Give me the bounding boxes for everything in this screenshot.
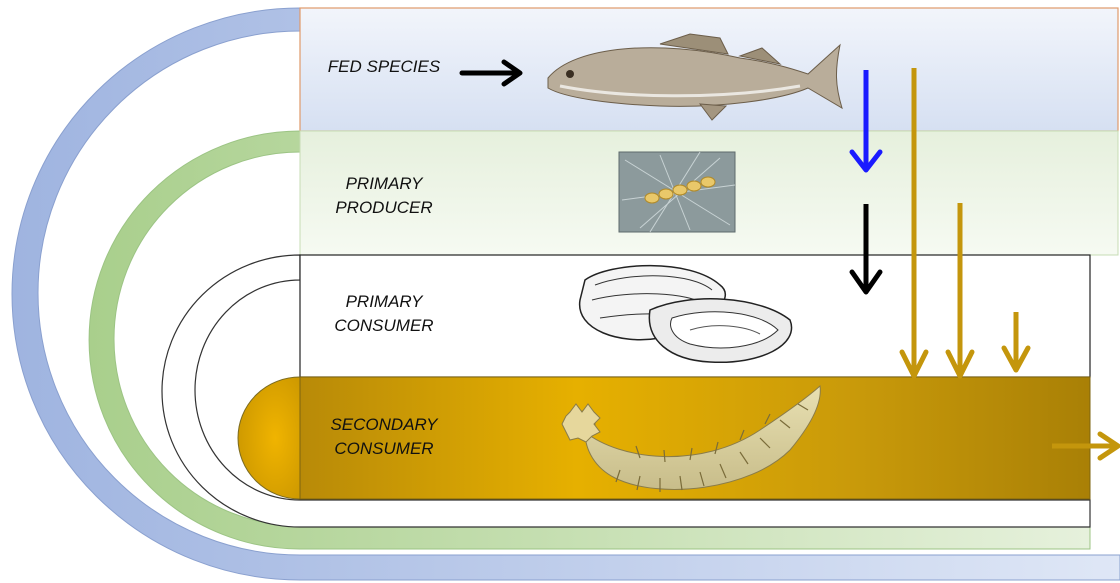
- primary-producer-line-2: PRODUCER: [314, 196, 454, 220]
- secondary-consumer-line-1: SECONDARY: [314, 413, 454, 437]
- phytoplankton-icon: [619, 152, 735, 232]
- secondary-consumer-label: SECONDARY CONSUMER: [314, 413, 454, 461]
- primary-consumer-label: PRIMARY CONSUMER: [314, 290, 454, 338]
- secondary-consumer-line-2: CONSUMER: [314, 437, 454, 461]
- secondary-consumer-knob: [238, 377, 300, 499]
- primary-producer-label: PRIMARY PRODUCER: [314, 172, 454, 220]
- fed-species-text: FED SPECIES: [314, 55, 454, 79]
- primary-consumer-line-2: CONSUMER: [314, 314, 454, 338]
- fed-species-label: FED SPECIES: [314, 55, 454, 79]
- primary-producer-line-1: PRIMARY: [314, 172, 454, 196]
- primary-consumer-line-1: PRIMARY: [314, 290, 454, 314]
